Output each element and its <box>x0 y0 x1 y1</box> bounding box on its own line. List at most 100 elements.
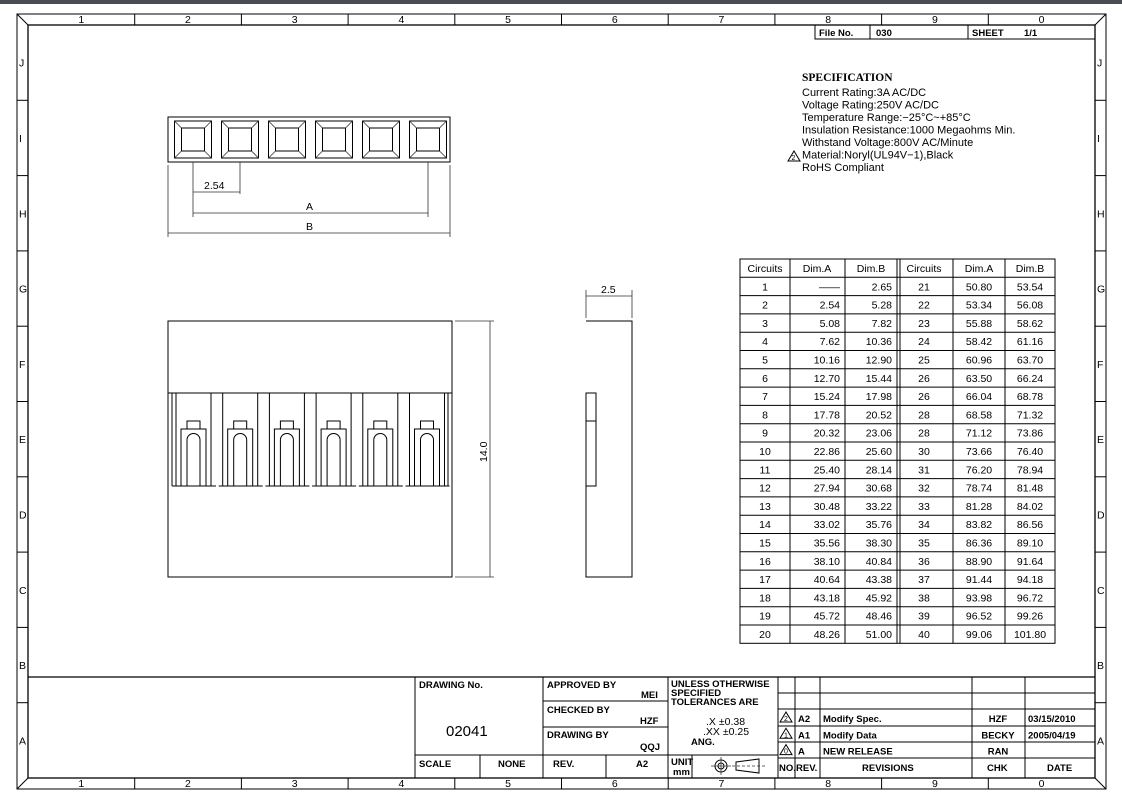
ruler-row-label: C <box>19 585 27 597</box>
svg-text:2: 2 <box>784 716 788 723</box>
tolerance-note: TOLERANCES ARE <box>671 697 759 708</box>
ruler-row-label: H <box>19 208 27 220</box>
ruler-row-label: A <box>1097 735 1104 747</box>
table-cell: 10.16 <box>814 355 840 367</box>
table-header: Circuits <box>906 263 941 275</box>
table-cell: 99.26 <box>1017 611 1043 623</box>
ruler-row-label: D <box>1097 509 1105 521</box>
ruler-column-label: 4 <box>398 778 404 790</box>
table-cell: 13 <box>759 501 771 513</box>
specification-block: SPECIFICATION Current Rating:3A AC/DC Vo… <box>787 72 1015 174</box>
ruler-row-label: A <box>19 735 26 747</box>
table-cell: —— <box>819 281 841 293</box>
table-cell: 10 <box>759 446 771 458</box>
table-cell: 14 <box>759 519 771 531</box>
spec-line: Current Rating:3A AC/DC <box>802 87 926 99</box>
ruler-row-label: F <box>1097 359 1103 371</box>
table-cell: 20 <box>759 629 771 641</box>
rev-label: REV. <box>553 759 574 770</box>
revision-checker: BECKY <box>981 730 1015 741</box>
scale-value: NONE <box>498 759 525 770</box>
tolerance-angle: ANG. <box>691 737 715 748</box>
table-cell: 84.02 <box>1017 501 1043 513</box>
height-dimension: 14.0 <box>455 320 494 578</box>
table-cell: 91.44 <box>966 574 992 586</box>
dimension-b-label: B <box>306 221 313 233</box>
table-cell: 21 <box>918 281 930 293</box>
table-cell: 25.40 <box>814 464 840 476</box>
pin-cavity <box>268 120 306 159</box>
table-cell: 24 <box>918 336 930 348</box>
ruler-row-label: I <box>1097 133 1100 145</box>
table-cell: 68.78 <box>1017 391 1043 403</box>
ruler-row-label: D <box>19 509 27 521</box>
pitch-dimension-label: 2.54 <box>204 180 225 192</box>
table-cell: 58.62 <box>1017 318 1043 330</box>
ruler-row-label: B <box>1097 660 1104 672</box>
ruler-column-label: 3 <box>292 14 298 26</box>
table-cell: 5.28 <box>872 300 893 312</box>
table-cell: 38.10 <box>814 556 840 568</box>
table-cell: 48.46 <box>866 611 892 623</box>
file-no-label: File No. <box>819 28 853 39</box>
table-cell: 10.36 <box>866 336 892 348</box>
rev-header-no: NO. <box>779 763 796 774</box>
table-cell: 22.86 <box>814 446 840 458</box>
sheet-value: 1/1 <box>1024 28 1038 39</box>
tolerance-x: .X ±0.38 <box>706 716 745 728</box>
top-view-dimensions: 2.54 A B <box>167 162 451 237</box>
approved-by-label: APPROVED BY <box>547 680 617 691</box>
table-cell: 96.52 <box>966 611 992 623</box>
pin-cavity <box>315 120 353 159</box>
ruler-row-label: J <box>19 58 24 70</box>
ruler-row-label: C <box>1097 585 1105 597</box>
table-cell: 63.70 <box>1017 355 1043 367</box>
table-cell: 33 <box>918 501 930 513</box>
table-cell: 40.84 <box>866 556 892 568</box>
ruler-column-label: 8 <box>825 14 831 26</box>
ruler-row-label: G <box>19 284 27 296</box>
contact-window <box>265 393 310 487</box>
table-cell: 31 <box>918 464 930 476</box>
revision-code: A1 <box>798 730 811 741</box>
table-cell: 45.92 <box>866 592 892 604</box>
svg-text:2: 2 <box>792 155 796 162</box>
title-block: DRAWING No. 02041 APPROVED BY MEI CHECKE… <box>28 676 1095 778</box>
table-cell: 2.65 <box>872 281 893 293</box>
drawing-no-label: DRAWING No. <box>419 680 483 691</box>
drawing-by-label: DRAWING BY <box>547 730 609 741</box>
table-cell: 40 <box>918 629 930 641</box>
table-cell: 36 <box>918 556 930 568</box>
revision-date: 03/15/2010 <box>1028 714 1076 725</box>
table-cell: 17.98 <box>866 391 892 403</box>
table-cell: 86.56 <box>1017 519 1043 531</box>
checked-by-value: HZF <box>640 716 659 727</box>
ruler-column-label: 9 <box>932 14 938 26</box>
table-cell: 55.88 <box>966 318 992 330</box>
table-cell: 76.20 <box>966 464 992 476</box>
table-cell: 66.04 <box>966 391 992 403</box>
svg-text:0: 0 <box>784 749 788 756</box>
table-cell: 2 <box>762 300 768 312</box>
ruler-row-label: B <box>19 660 26 672</box>
table-cell: 1 <box>762 281 768 293</box>
table-cell: 34 <box>918 519 930 531</box>
scale-label: SCALE <box>419 759 451 770</box>
table-cell: 33.22 <box>866 501 892 513</box>
table-cell: 43.38 <box>866 574 892 586</box>
connector-side-view: 2.5 <box>585 284 633 578</box>
rev-header-revisions: REVISIONS <box>862 763 914 774</box>
table-cell: 15 <box>759 538 771 550</box>
